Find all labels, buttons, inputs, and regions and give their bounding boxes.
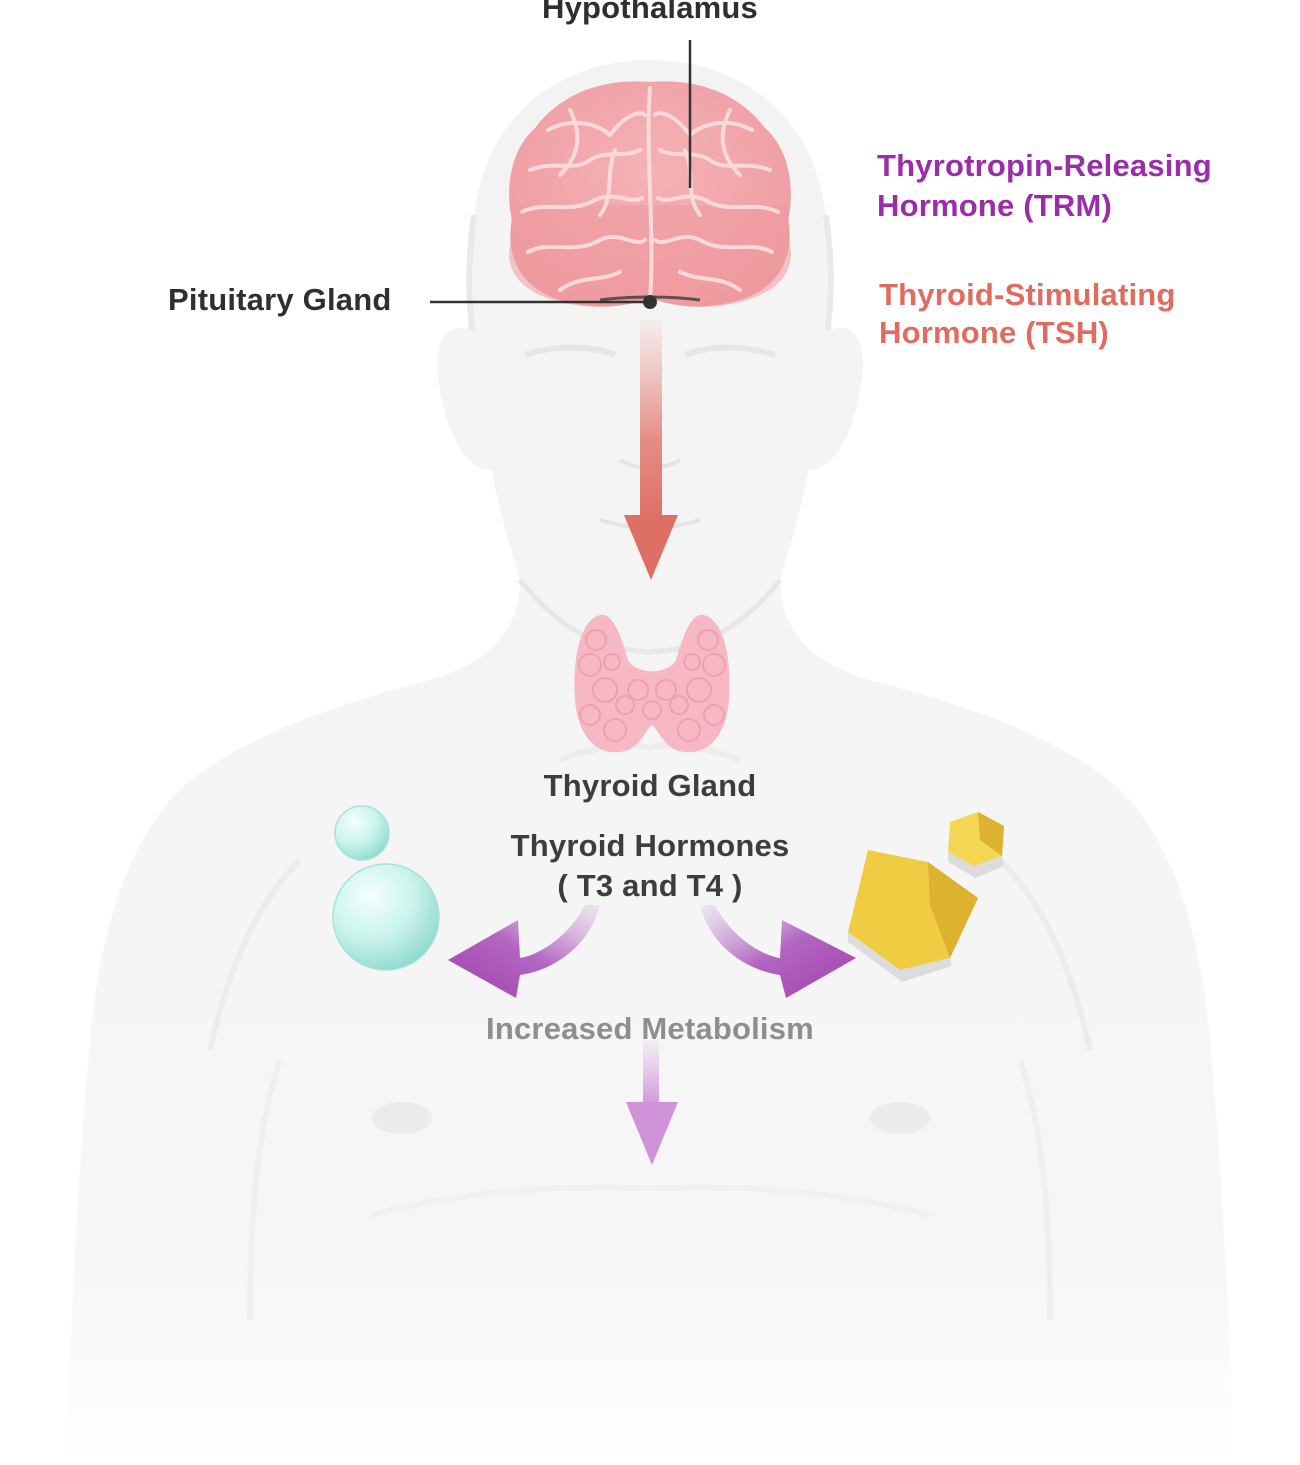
right-effect-arrow — [700, 905, 856, 998]
thyroid-hormones-line1: Thyroid Hormones — [510, 828, 790, 863]
trh-label: Thyrotropin-Releasing Hormone (TRM) — [877, 146, 1212, 226]
tsh-arrow — [624, 320, 678, 580]
brain-icon — [509, 81, 791, 307]
thyroid-gland-label: Thyroid Gland — [543, 768, 757, 803]
spheres-icon — [332, 805, 440, 971]
pituitary-gland-label: Pituitary Gland — [168, 282, 392, 317]
tsh-label-line2: Hormone (TSH) — [879, 315, 1109, 350]
tsh-label: Thyroid-Stimulating Hormone (TSH) — [879, 276, 1176, 352]
metabolism-arrow — [626, 1040, 678, 1165]
thyroid-hormones-line2: ( T3 and T4 ) — [557, 868, 743, 903]
left-effect-arrow — [448, 905, 600, 998]
body-silhouette — [66, 60, 1234, 1465]
thyroid-gland-icon — [574, 614, 730, 753]
hypothalamus-label: Hypothalamus — [542, 0, 758, 25]
pituitary-dot — [643, 295, 657, 309]
thyroid-hormones-label: Thyroid Hormones ( T3 and T4 ) — [0, 826, 1300, 906]
tsh-label-line1: Thyroid-Stimulating — [879, 277, 1176, 312]
trh-label-line2: Hormone (TRM) — [877, 188, 1113, 223]
trh-label-line1: Thyrotropin-Releasing — [877, 148, 1212, 183]
cubes-icon — [848, 812, 1004, 982]
increased-metabolism-label: Increased Metabolism — [486, 1011, 814, 1046]
